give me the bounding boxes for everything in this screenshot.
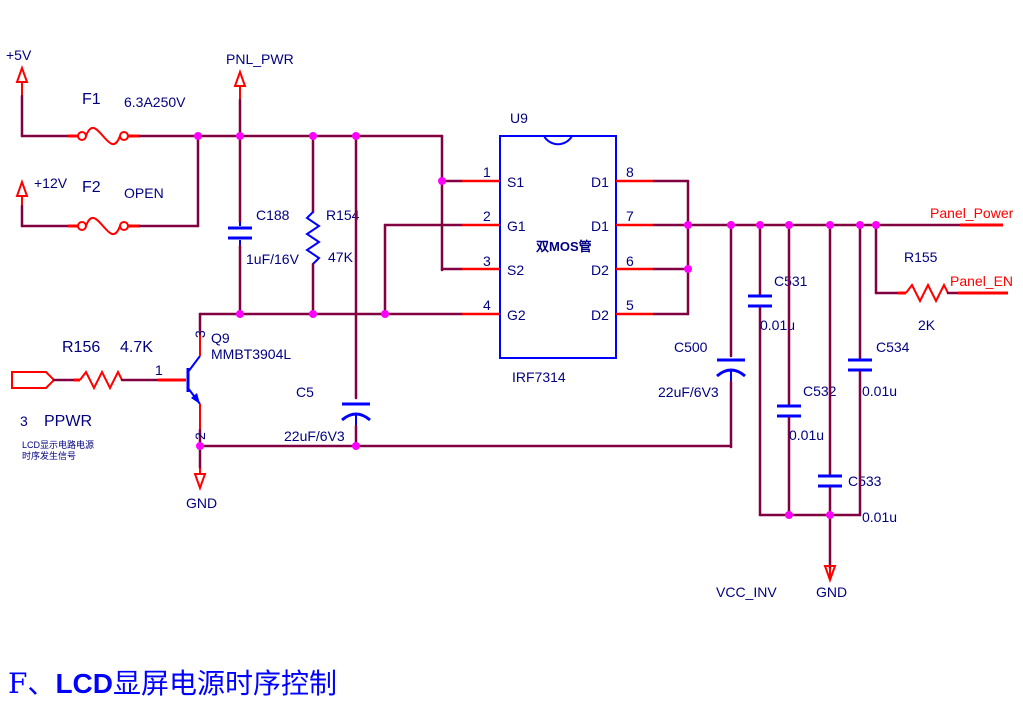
u9-ref: U9 (510, 110, 528, 126)
c531-value: 0.01u (760, 317, 795, 333)
u9-value: IRF7314 (512, 369, 566, 385)
transistor-q9: R156 4.7K Q9 MMBT3904L 1 3 2 GND 3 PPWR … (11, 312, 291, 511)
power-symbol-5v: +5V (6, 47, 32, 138)
u9-pin8-name: D1 (591, 174, 609, 190)
capacitor-c532: C532 0.01u (777, 223, 837, 517)
c533-value: 0.01u (862, 509, 897, 525)
power-symbol-pnl-pwr: PNL_PWR (226, 51, 294, 138)
u9-pin3-num: 3 (483, 253, 491, 269)
figure-caption: F、LCD显屏电源时序控制 (8, 662, 337, 702)
u9-pin2-num: 2 (483, 208, 491, 224)
capacitor-c534: C534 0.01u (848, 223, 910, 517)
net-label-pnl-pwr: PNL_PWR (226, 51, 294, 67)
u9-label: 双MOS管 (536, 239, 592, 254)
u9-pin5-num: 5 (626, 297, 634, 313)
junction-dots (194, 132, 880, 519)
fuse-f2: F2 OPEN (20, 179, 200, 235)
u9-pin5-name: D2 (591, 307, 609, 323)
r154-value: 47K (328, 249, 354, 265)
capacitor-c188: C188 1uF/16V (228, 134, 300, 316)
caption-rest: 显屏电源时序控制 (112, 667, 337, 700)
capacitor-c500: C500 22uF/6V3 (658, 223, 746, 449)
c5-value: 22uF/6V3 (284, 428, 345, 444)
net-label-panel-power: Panel_Power (930, 205, 1014, 221)
c534-value: 0.01u (862, 383, 897, 399)
resistor-r154: R154 47K (305, 134, 360, 316)
u9-pin7-name: D1 (591, 218, 609, 234)
c532-ref: C532 (803, 383, 837, 399)
c531-ref: C531 (774, 273, 808, 289)
power-symbol-12v: +12V (15, 175, 68, 228)
r155-value: 2K (918, 317, 936, 333)
q9-pin-collector: 3 (192, 330, 208, 338)
resistor-r155: R155 2K Panel_EN (874, 223, 1013, 333)
capacitor-c533: C533 0.01u (818, 223, 897, 570)
caption-prefix: F、 (8, 667, 56, 700)
net-label-vcc-inv: VCC_INV (716, 584, 777, 600)
c188-value: 1uF/16V (246, 251, 300, 267)
c533-ref: C533 (848, 473, 882, 489)
u9-pin2-name: G1 (507, 218, 526, 234)
net-label-gnd-right: GND (816, 584, 847, 600)
u9-pin3-name: S2 (507, 262, 524, 278)
q9-pin-base: 1 (155, 362, 163, 378)
ic-u9: U9 IRF7314 双MOS管 1 2 3 4 S1 G1 S2 G2 8 7… (462, 110, 654, 385)
u9-pin4-num: 4 (483, 297, 491, 313)
fuse-f1: F1 6.3A250V (20, 91, 200, 145)
c500-ref: C500 (674, 339, 708, 355)
u9-pin6-num: 6 (626, 253, 634, 269)
net-label-12v: +12V (34, 175, 68, 191)
c500-value: 22uF/6V3 (658, 384, 719, 400)
r155-ref: R155 (904, 249, 938, 265)
u9-pin8-num: 8 (626, 164, 634, 180)
net-label-5v: +5V (6, 47, 32, 63)
f1-value: 6.3A250V (124, 94, 186, 110)
net-label-ppwr: PPWR (44, 413, 92, 430)
u9-pin4-name: G2 (507, 307, 526, 323)
f2-ref: F2 (82, 179, 101, 196)
wire-gate-g1 (383, 223, 464, 316)
u9-pin1-name: S1 (507, 174, 524, 190)
capacitor-c5: C5 22uF/6V3 (284, 134, 371, 448)
q9-ref: Q9 (211, 330, 230, 346)
q9-value: MMBT3904L (211, 346, 291, 362)
c5-ref: C5 (296, 384, 314, 400)
c188-ref: C188 (256, 207, 290, 223)
port-note-line2: 时序发生信号 (22, 450, 76, 461)
wire-drain-bus: Panel_Power (652, 179, 1014, 316)
net-label-gnd-left: GND (186, 495, 217, 511)
r154-ref: R154 (326, 207, 360, 223)
caption-bold: LCD (55, 668, 113, 699)
c534-ref: C534 (876, 339, 910, 355)
u9-pin6-name: D2 (591, 262, 609, 278)
port-pin-number: 3 (20, 413, 28, 429)
capacitor-c531: C531 0.01u (748, 223, 808, 517)
c532-value: 0.01u (789, 427, 824, 443)
r156-ref: R156 (62, 339, 100, 356)
wire-bus-top (196, 134, 464, 272)
f2-value: OPEN (124, 185, 164, 201)
port-note-line1: LCD显示电路电源 (22, 439, 94, 450)
u9-pin7-num: 7 (626, 208, 634, 224)
u9-pin1-num: 1 (483, 164, 491, 180)
r156-value: 4.7K (120, 339, 153, 356)
f1-ref: F1 (82, 91, 101, 108)
q9-pin-emitter: 2 (192, 432, 208, 440)
wire-ground-bus: GND VCC_INV (716, 513, 862, 600)
net-label-panel-en: Panel_EN (950, 273, 1013, 289)
